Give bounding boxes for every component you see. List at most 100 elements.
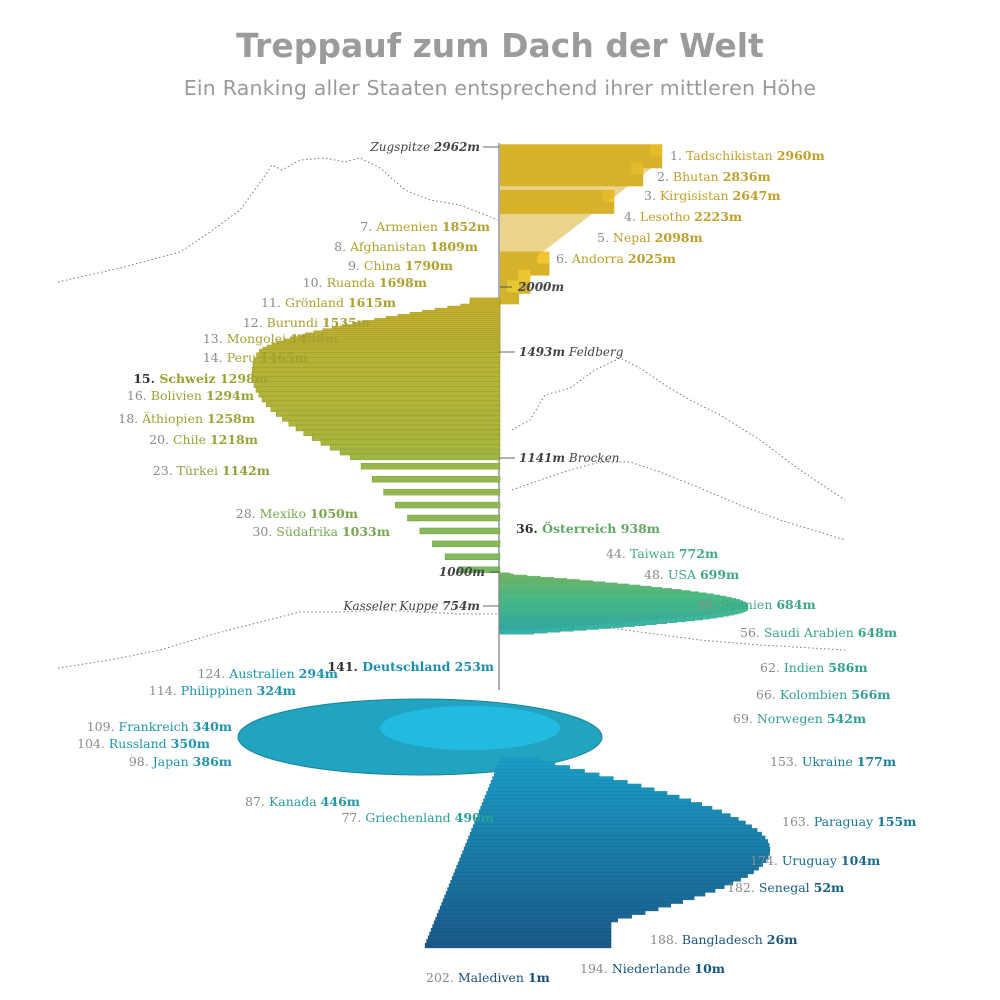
country-label-paraguay: 163. Paraguay 155m	[782, 814, 916, 829]
country-label-kolombien: 66. Kolombien 566m	[756, 687, 891, 702]
country-label-text: 4. Lesotho 2223m	[624, 209, 742, 224]
country-label-text: 87. Kanada 446m	[245, 794, 360, 809]
country-label-text: 66. Kolombien 566m	[756, 687, 891, 702]
country-label-text: 5. Nepal 2098m	[597, 230, 703, 245]
country-rank: 4.	[624, 209, 640, 224]
country-label-text: 28. Mexiko 1050m	[236, 506, 358, 521]
country-label-text: 8. Afghanistan 1809m	[334, 239, 478, 254]
country-label-frankreich: 109. Frankreich 340m	[87, 719, 232, 734]
country-rank: 7.	[360, 219, 376, 234]
country-rank: 12.	[243, 315, 267, 330]
country-rank: 77.	[341, 810, 365, 825]
country-value: 1465m	[260, 350, 308, 365]
country-label-österreich: 36. Österreich 938m	[516, 520, 660, 536]
stair-tread	[371, 476, 501, 483]
country-label-text: 163. Paraguay 155m	[782, 814, 916, 829]
country-label-text: 109. Frankreich 340m	[87, 719, 232, 734]
country-label-ukraine: 153. Ukraine 177m	[770, 754, 896, 769]
country-name: China	[364, 258, 405, 273]
country-name: Äthiopien	[141, 410, 207, 426]
country-rank: 109.	[87, 719, 119, 734]
country-name: Ukraine	[802, 754, 857, 769]
country-label-text: 44. Taiwan 772m	[606, 546, 718, 561]
country-name: Malediven	[458, 970, 528, 985]
country-name: Burundi	[267, 315, 322, 330]
country-label-text: 30. Südafrika 1033m	[252, 524, 390, 539]
country-value: 1033m	[342, 524, 390, 539]
country-value: 340m	[193, 719, 232, 734]
country-value: 1535m	[322, 315, 370, 330]
country-name: Schweiz	[159, 371, 220, 386]
country-rank: 50.	[697, 597, 721, 612]
stair-tread	[407, 514, 501, 522]
country-name: Philippinen	[181, 683, 257, 698]
country-rank: 28.	[236, 506, 260, 521]
reference-label-zugspitze: Zugspitze 2962m	[369, 140, 480, 154]
country-value: 446m	[321, 794, 360, 809]
country-label-text: 36. Österreich 938m	[516, 520, 660, 536]
country-rank: 153.	[770, 754, 802, 769]
reference-value: 1493m	[519, 345, 565, 359]
country-name: Tadschikistan	[686, 148, 777, 163]
stair-tread	[432, 540, 501, 548]
reference-name: Brocken	[565, 451, 619, 465]
country-rank: 56.	[740, 625, 764, 640]
country-name: Niederlande	[612, 961, 695, 976]
country-rank: 16.	[127, 388, 151, 403]
country-label-grönland: 11. Grönland 1615m	[261, 295, 396, 310]
country-name: Taiwan	[630, 546, 679, 561]
country-label-saudi-arabien: 56. Saudi Arabien 648m	[740, 625, 897, 640]
stair-tread	[419, 527, 501, 535]
country-label-text: 50. Spanien 684m	[697, 597, 816, 612]
country-name: Bhutan	[673, 169, 723, 184]
country-label-mexiko: 28. Mexiko 1050m	[236, 506, 358, 521]
stair-tread	[383, 488, 501, 496]
country-rank: 69.	[733, 711, 757, 726]
country-rank: 30.	[252, 524, 276, 539]
country-label-chile: 20. Chile 1218m	[149, 432, 258, 447]
country-rank: 44.	[606, 546, 630, 561]
country-label-niederlande: 194. Niederlande 10m	[580, 961, 725, 976]
country-rank: 188.	[650, 932, 682, 947]
country-label-text: 114. Philippinen 324m	[149, 683, 296, 698]
country-label-spanien: 50. Spanien 684m	[697, 597, 816, 612]
country-rank: 182.	[727, 880, 759, 895]
country-value: 386m	[193, 754, 232, 769]
country-label-text: 14. Peru 1465m	[203, 350, 308, 365]
country-label-bangladesch: 188. Bangladesch 26m	[650, 932, 797, 947]
country-label-china: 9. China 1790m	[348, 258, 453, 273]
country-value: 52m	[814, 880, 845, 895]
country-name: USA	[668, 567, 700, 582]
country-rank: 124.	[197, 666, 229, 681]
country-value: 938m	[621, 521, 660, 536]
country-rank: 36.	[516, 521, 542, 536]
country-label-text: 13. Mongolei 1490m	[203, 331, 338, 346]
country-label-burundi: 12. Burundi 1535m	[243, 315, 370, 330]
country-label-text: 18. Äthiopien 1258m	[118, 410, 255, 426]
country-value: 648m	[858, 625, 897, 640]
country-value: 1698m	[379, 275, 427, 290]
country-label-text: 23. Türkei 1142m	[153, 463, 270, 478]
country-label-afghanistan: 8. Afghanistan 1809m	[334, 239, 478, 254]
country-label-australien: 124. Australien 294m	[197, 666, 338, 681]
country-label-norwegen: 69. Norwegen 542m	[733, 711, 866, 726]
country-rank: 66.	[756, 687, 780, 702]
country-label-taiwan: 44. Taiwan 772m	[606, 546, 718, 561]
country-label-text: 7. Armenien 1852m	[360, 219, 490, 234]
country-label-andorra: 6. Andorra 2025m	[556, 251, 676, 266]
stair-step-face	[518, 269, 531, 282]
country-label-text: 153. Ukraine 177m	[770, 754, 896, 769]
country-name: Saudi Arabien	[764, 625, 858, 640]
country-label-indien: 62. Indien 586m	[760, 660, 868, 675]
axis-tick-label: 2000m	[517, 280, 564, 294]
country-value: 1809m	[430, 239, 478, 254]
country-value: 1050m	[310, 506, 358, 521]
country-rank: 87.	[245, 794, 269, 809]
reference-name: Kasseler Kuppe	[343, 599, 443, 613]
country-value: 1142m	[222, 463, 270, 478]
country-rank: 141.	[327, 659, 362, 674]
country-name: Kolombien	[780, 687, 851, 702]
country-rank: 13.	[203, 331, 227, 346]
country-label-mongolei: 13. Mongolei 1490m	[203, 331, 338, 346]
stair-tread	[350, 453, 501, 461]
